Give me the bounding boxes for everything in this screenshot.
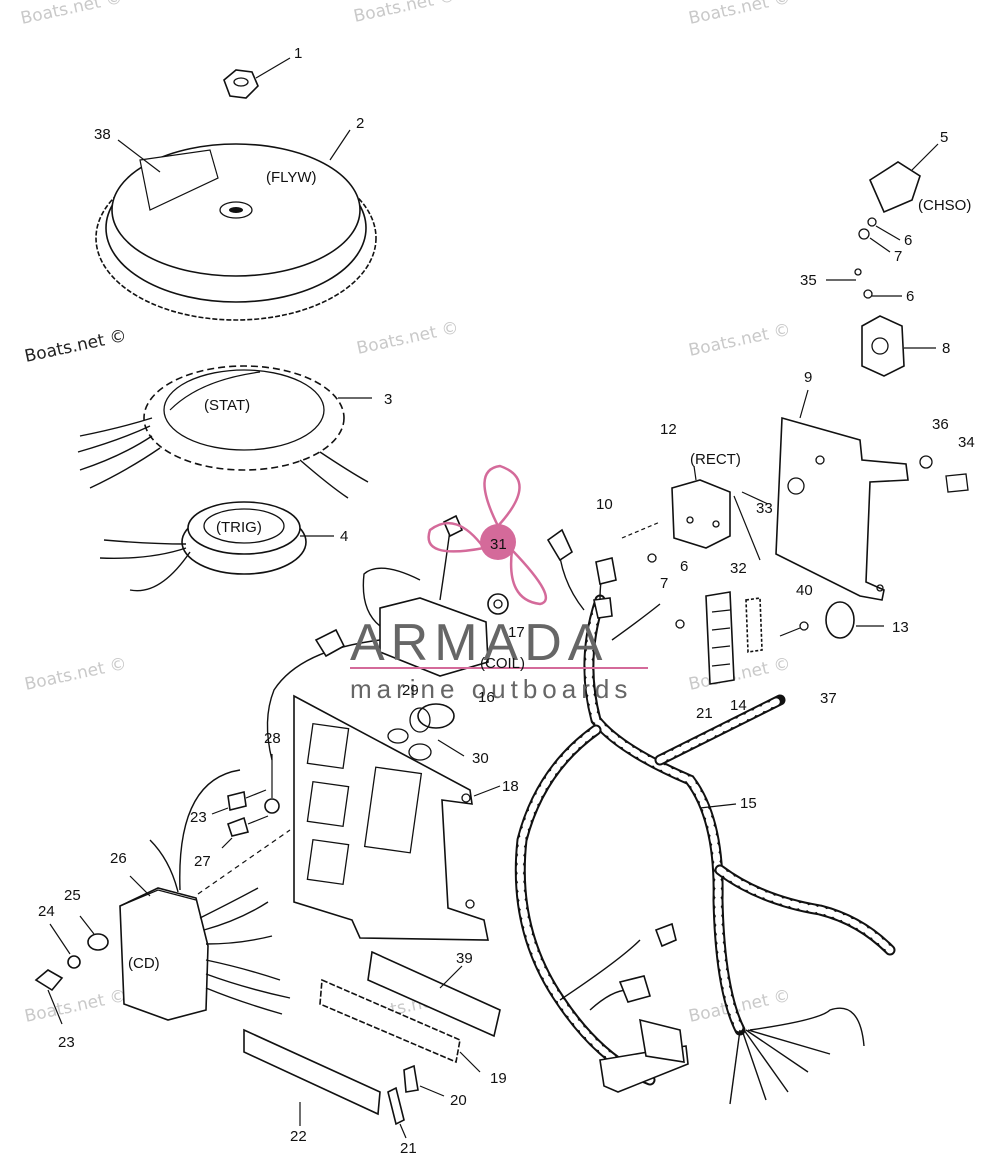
brand-tagline: marine outboards: [350, 674, 632, 704]
callout-40: 40: [796, 582, 813, 599]
callout-34: 34: [958, 434, 975, 451]
label-stat: (STAT): [204, 397, 250, 414]
callout-33: 33: [756, 500, 773, 517]
callout-23a: 23: [190, 809, 207, 826]
callout-14: 14: [730, 697, 747, 714]
watermark-tl: Boats.net ©: [19, 0, 125, 29]
callout-1: 1: [294, 45, 302, 62]
callout-7a: 7: [894, 248, 902, 265]
brand-blade-top: [483, 464, 521, 527]
brand-accent-dot: [480, 524, 516, 560]
callout-24: 24: [38, 903, 55, 920]
callout-5: 5: [940, 129, 948, 146]
callout-16: 16: [478, 689, 495, 706]
watermark-top-mid: Boats.net ©: [352, 0, 458, 27]
part-cd-module: [119, 769, 291, 1021]
callout-15: 15: [740, 795, 757, 812]
watermark-mid: Boats.net ©: [355, 318, 461, 359]
watermark-top-right: Boats.net ©: [687, 0, 793, 29]
part-trigger: [99, 501, 334, 592]
callout-12: 12: [660, 421, 677, 438]
callout-4: 4: [340, 528, 348, 545]
watermark-left-low: Boats.net ©: [23, 654, 129, 695]
callout-28: 28: [264, 730, 281, 747]
callout-9: 9: [804, 369, 812, 386]
label-chso: (CHSO): [918, 197, 971, 214]
part-screws-cd: [34, 915, 109, 1025]
callout-10: 10: [596, 496, 613, 513]
callout-38: 38: [94, 126, 111, 143]
watermark-right: Boats.net ©: [687, 320, 793, 361]
part-nut: [223, 57, 291, 99]
part-mount-plate: [293, 694, 501, 941]
part-bracket-plate: [775, 389, 969, 601]
callout-26: 26: [110, 850, 127, 867]
part-wire-harness: [514, 528, 896, 1105]
watermark-right-low: Boats.net ©: [687, 654, 793, 695]
part-stator: [77, 365, 372, 499]
callout-30: 30: [472, 750, 489, 767]
callout-35: 35: [800, 272, 817, 289]
part-choke-solenoid: [826, 143, 939, 377]
callout-36: 36: [932, 416, 949, 433]
label-coil: (COIL): [480, 655, 525, 672]
callout-31: 31: [490, 536, 507, 553]
label-rect: (RECT): [690, 451, 741, 468]
part-code-labels: (FLYW) (STAT) (TRIG) (COIL) (RECT) (CHSO…: [128, 169, 971, 972]
callout-7b: 7: [660, 575, 668, 592]
part-coil: [266, 514, 509, 761]
callout-25: 25: [64, 887, 81, 904]
part-flywheel: [95, 129, 377, 321]
part-rectifier: [621, 465, 769, 563]
callout-19: 19: [490, 1070, 507, 1087]
brand-name: ARMADA: [350, 614, 608, 672]
callout-29: 29: [402, 682, 419, 699]
brand-blade-right: [509, 549, 548, 606]
callout-8: 8: [942, 340, 950, 357]
callout-27: 27: [194, 853, 211, 870]
callout-3: 3: [384, 391, 392, 408]
callout-21b: 21: [400, 1140, 417, 1157]
callout-32: 32: [730, 560, 747, 577]
callout-2: 2: [356, 115, 364, 132]
part-screws-left: [211, 754, 280, 849]
label-cd: (CD): [128, 955, 160, 972]
callout-numbers: 1 2 3 4 5 6 6 6 7 7 8 9 10 12 13 14 15 1…: [38, 45, 975, 1157]
label-flyw: (FLYW): [266, 169, 317, 186]
part-strips: [243, 950, 501, 1139]
callout-37: 37: [820, 690, 837, 707]
brand-blade-left: [427, 521, 486, 553]
watermark-bottom-left: Boats.net ©: [23, 986, 129, 1027]
callout-17: 17: [508, 624, 525, 641]
callout-39: 39: [456, 950, 473, 967]
callout-23b: 23: [58, 1034, 75, 1051]
callout-13: 13: [892, 619, 909, 636]
callout-18: 18: [502, 778, 519, 795]
watermark-left-main: Boats.net ©: [23, 326, 129, 367]
callout-21a: 21: [696, 705, 713, 722]
part-terminal-block: [675, 591, 884, 685]
callout-6a: 6: [904, 232, 912, 249]
callout-20: 20: [450, 1092, 467, 1109]
brand-logo: ARMADA marine outboards: [350, 464, 648, 704]
label-trig: (TRIG): [216, 519, 262, 536]
callout-22: 22: [290, 1128, 307, 1145]
callout-6c: 6: [680, 558, 688, 575]
callout-6b: 6: [906, 288, 914, 305]
